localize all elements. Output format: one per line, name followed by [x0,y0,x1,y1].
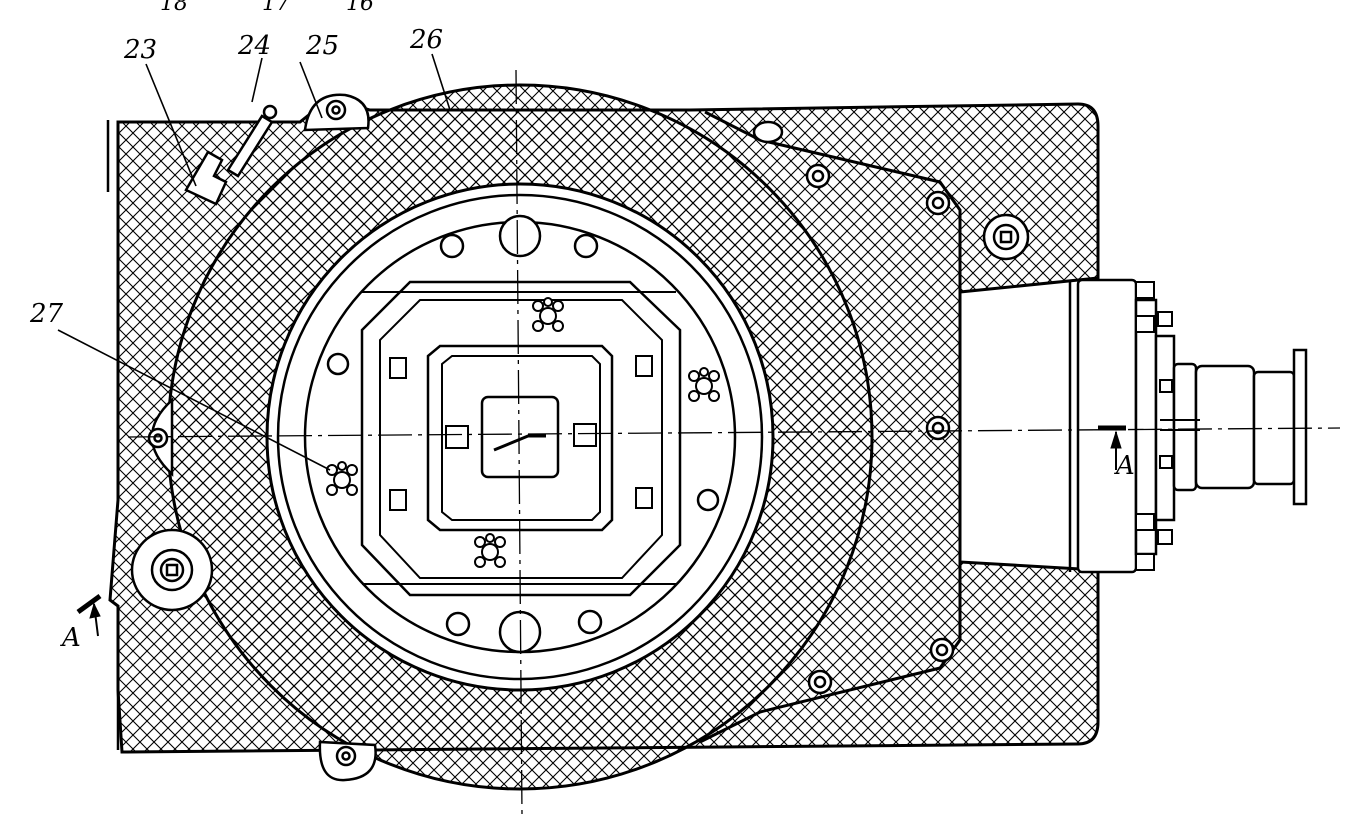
section-marker-left [76,593,102,637]
center-core [480,395,560,479]
octagon-frame-inner [379,299,663,579]
disk-chords [362,291,676,585]
label-section-a-right: A [1114,451,1135,481]
housing-left-edge [106,120,120,750]
center-needle [493,434,546,452]
label-cut-18: 18 [160,0,188,16]
label-part-24: 24 [237,31,271,61]
latch [184,104,278,206]
center-line-vertical [515,69,523,816]
cover-plate [699,110,962,744]
label-section-a-left: A [60,623,81,653]
label-cut-16: 16 [346,0,374,16]
connector-nuts [1135,281,1173,571]
label-part-25: 25 [305,31,339,61]
octagon-frame-outer [360,280,682,597]
section-marker-right [1098,425,1126,470]
bosses [130,213,1030,612]
center-line-horizontal [127,427,1341,438]
contact-clusters [326,297,720,568]
center-insert-inner [441,355,601,521]
center-insert-outer [426,344,614,532]
label-part-26: 26 [409,25,443,55]
small-squares [389,355,653,511]
leader-lines [57,53,451,471]
screws [147,99,955,767]
label-part-23: 23 [123,35,157,65]
label-part-27: 27 [29,299,64,329]
label-cut-17: 17 [262,0,290,16]
